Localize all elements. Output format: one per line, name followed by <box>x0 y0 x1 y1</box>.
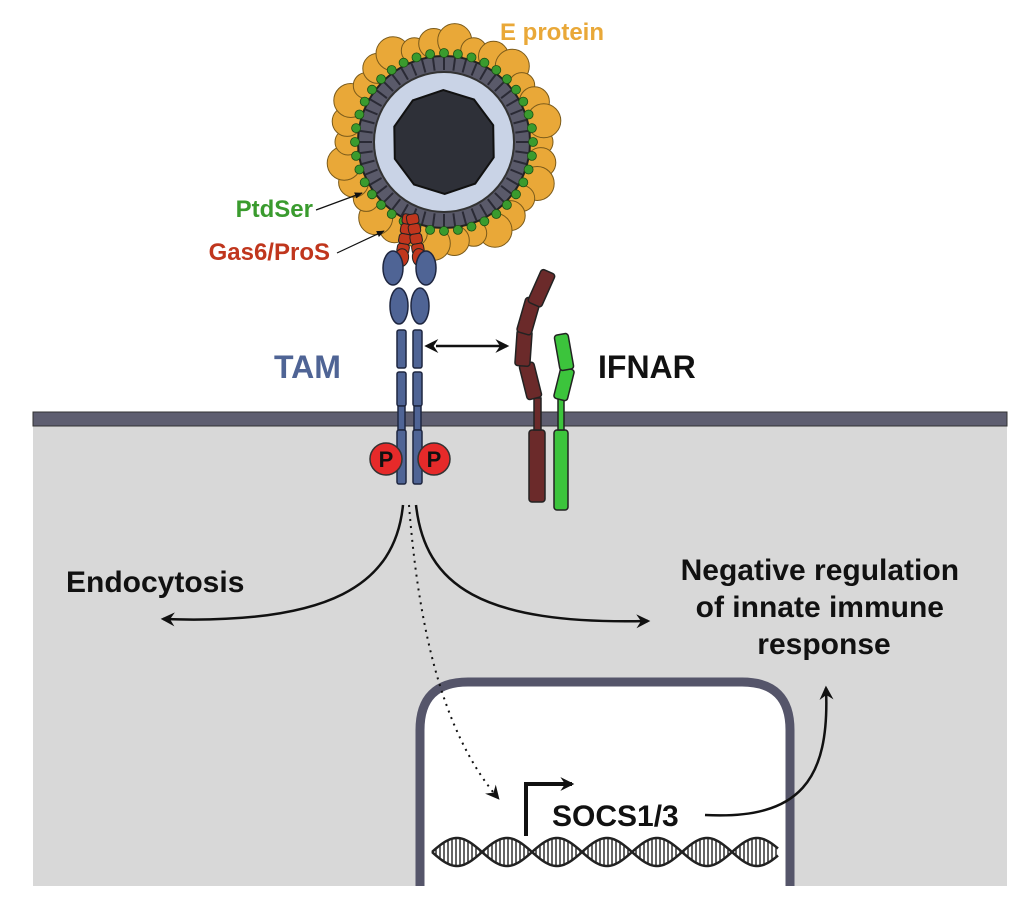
ifnar-label: IFNAR <box>598 349 696 385</box>
ifnar-chain-1 <box>528 429 546 503</box>
phospho-label-left: P <box>379 447 394 472</box>
negative-regulation-line-1: Negative regulation <box>681 554 959 587</box>
dna-helix <box>431 836 779 868</box>
ifnar-receptor <box>514 268 575 511</box>
endocytosis-arrow <box>160 504 405 627</box>
negative-regulation-line-2: of innate immune <box>696 591 944 624</box>
phospho-site-left: P <box>369 442 403 476</box>
negative-regulation-line-3: response <box>757 628 890 661</box>
e-protein-label: E protein <box>500 19 604 46</box>
virus-particle <box>326 23 562 261</box>
phospho-site-right: P <box>417 442 451 476</box>
transcription-start-arrow <box>524 777 575 836</box>
gas6-pros-label: Gas6/ProS <box>209 239 330 266</box>
endocytosis-label: Endocytosis <box>66 566 244 599</box>
ptdser-pointer <box>315 192 363 211</box>
negative-regulation-arrow <box>414 504 651 629</box>
nucleus <box>415 677 795 886</box>
ptdser-beads <box>350 48 538 236</box>
negative-regulation-label: Negative regulation of innate immune res… <box>681 554 968 661</box>
ifnar-chain-2 <box>553 429 569 511</box>
phospho-label-right: P <box>427 447 442 472</box>
plasma-membrane <box>32 411 1008 427</box>
virus-capsid <box>393 88 495 196</box>
socs-label: SOCS1/3 <box>552 800 679 833</box>
tam-label: TAM <box>274 349 341 385</box>
ptdser-label: PtdSer <box>236 196 313 223</box>
gas6-pointer <box>336 230 385 254</box>
socs-to-regulation-arrow <box>704 685 834 817</box>
